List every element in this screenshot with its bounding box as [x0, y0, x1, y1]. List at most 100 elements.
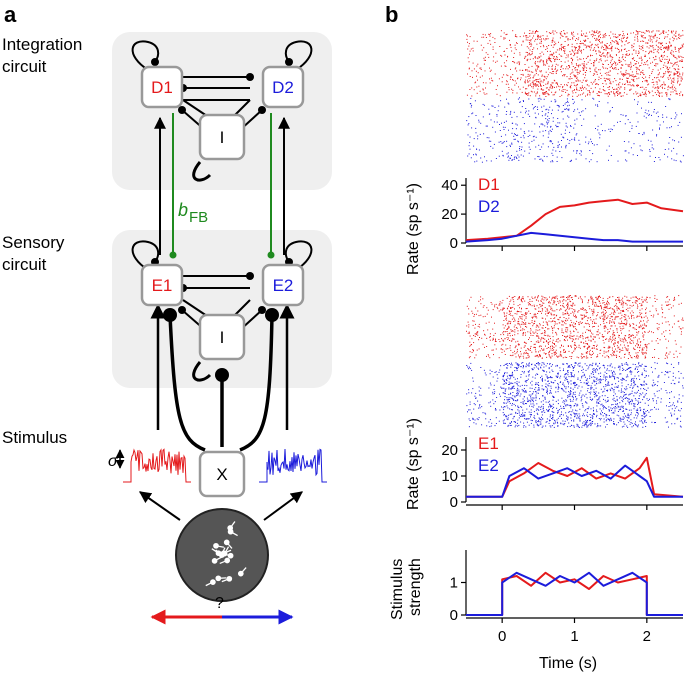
spike	[542, 135, 544, 137]
spike	[496, 60, 498, 62]
spike	[561, 111, 563, 113]
spike	[605, 67, 607, 69]
spike	[536, 333, 538, 335]
spike	[572, 400, 574, 402]
spike	[663, 30, 665, 32]
spike	[573, 309, 575, 311]
spike	[659, 59, 661, 61]
spike	[582, 413, 584, 415]
spike	[506, 319, 508, 321]
spike	[571, 395, 573, 397]
spike	[556, 323, 558, 325]
spike	[524, 415, 526, 417]
spike	[535, 70, 537, 72]
spike	[533, 139, 535, 141]
spike	[540, 59, 542, 61]
spike	[620, 328, 622, 330]
spike	[638, 85, 639, 86]
spike	[638, 298, 640, 300]
spike	[545, 321, 547, 323]
spike	[544, 297, 546, 299]
spike	[544, 64, 546, 66]
spike	[507, 327, 509, 329]
spike	[511, 116, 513, 118]
spike	[589, 94, 591, 96]
spike	[551, 160, 553, 162]
spike	[534, 296, 536, 298]
spike	[640, 56, 642, 58]
spike	[587, 93, 589, 95]
spike	[620, 92, 622, 94]
spike	[641, 36, 643, 38]
spike	[667, 69, 669, 71]
spike	[585, 369, 587, 371]
spike	[546, 59, 548, 61]
spike	[629, 300, 631, 301]
spike	[527, 113, 529, 115]
spike	[550, 140, 552, 141]
spike	[675, 32, 677, 34]
spike	[634, 383, 636, 385]
spike	[509, 157, 511, 159]
spike	[679, 60, 681, 62]
spike	[534, 308, 536, 310]
spike	[535, 31, 536, 33]
spike	[638, 327, 640, 329]
spike	[550, 60, 551, 62]
spike	[655, 340, 657, 342]
spike	[678, 295, 680, 297]
spike	[542, 44, 544, 46]
spike	[640, 149, 642, 151]
spike	[655, 310, 657, 312]
spike	[535, 316, 537, 317]
spike	[612, 87, 613, 89]
spike	[549, 419, 551, 421]
spike	[494, 306, 496, 308]
spike	[630, 88, 632, 90]
spike	[574, 342, 576, 343]
spike	[565, 68, 567, 70]
spike	[487, 329, 489, 331]
spike	[515, 356, 517, 358]
spike	[614, 376, 616, 378]
spike	[640, 324, 642, 326]
spike	[570, 126, 572, 127]
spike	[629, 307, 631, 309]
motion-line	[221, 578, 230, 583]
spike	[561, 55, 563, 57]
spike	[641, 76, 643, 78]
spike	[679, 84, 680, 86]
spike	[638, 77, 640, 79]
spike	[673, 323, 675, 325]
spike	[610, 354, 612, 355]
spike	[562, 118, 564, 120]
spike	[535, 93, 537, 95]
spike	[501, 302, 503, 304]
spike	[597, 334, 599, 336]
spike	[611, 372, 613, 373]
spike	[507, 322, 509, 324]
spike	[625, 150, 627, 152]
spike	[675, 350, 677, 352]
spike	[578, 324, 580, 326]
spike	[569, 300, 571, 302]
spike	[548, 89, 550, 91]
spike	[639, 298, 641, 300]
spike	[637, 404, 639, 405]
spike	[503, 327, 505, 329]
spike	[562, 105, 564, 106]
spike	[583, 314, 585, 316]
spike	[589, 90, 590, 92]
spike	[506, 331, 508, 332]
spike	[557, 412, 559, 413]
spike	[595, 50, 597, 52]
spike	[608, 159, 609, 161]
spike	[596, 71, 598, 73]
spike	[505, 416, 507, 417]
spike	[531, 104, 533, 106]
spike	[592, 345, 594, 346]
spike	[618, 356, 620, 357]
spike	[596, 344, 598, 346]
spike	[565, 412, 567, 414]
spike	[674, 296, 675, 298]
